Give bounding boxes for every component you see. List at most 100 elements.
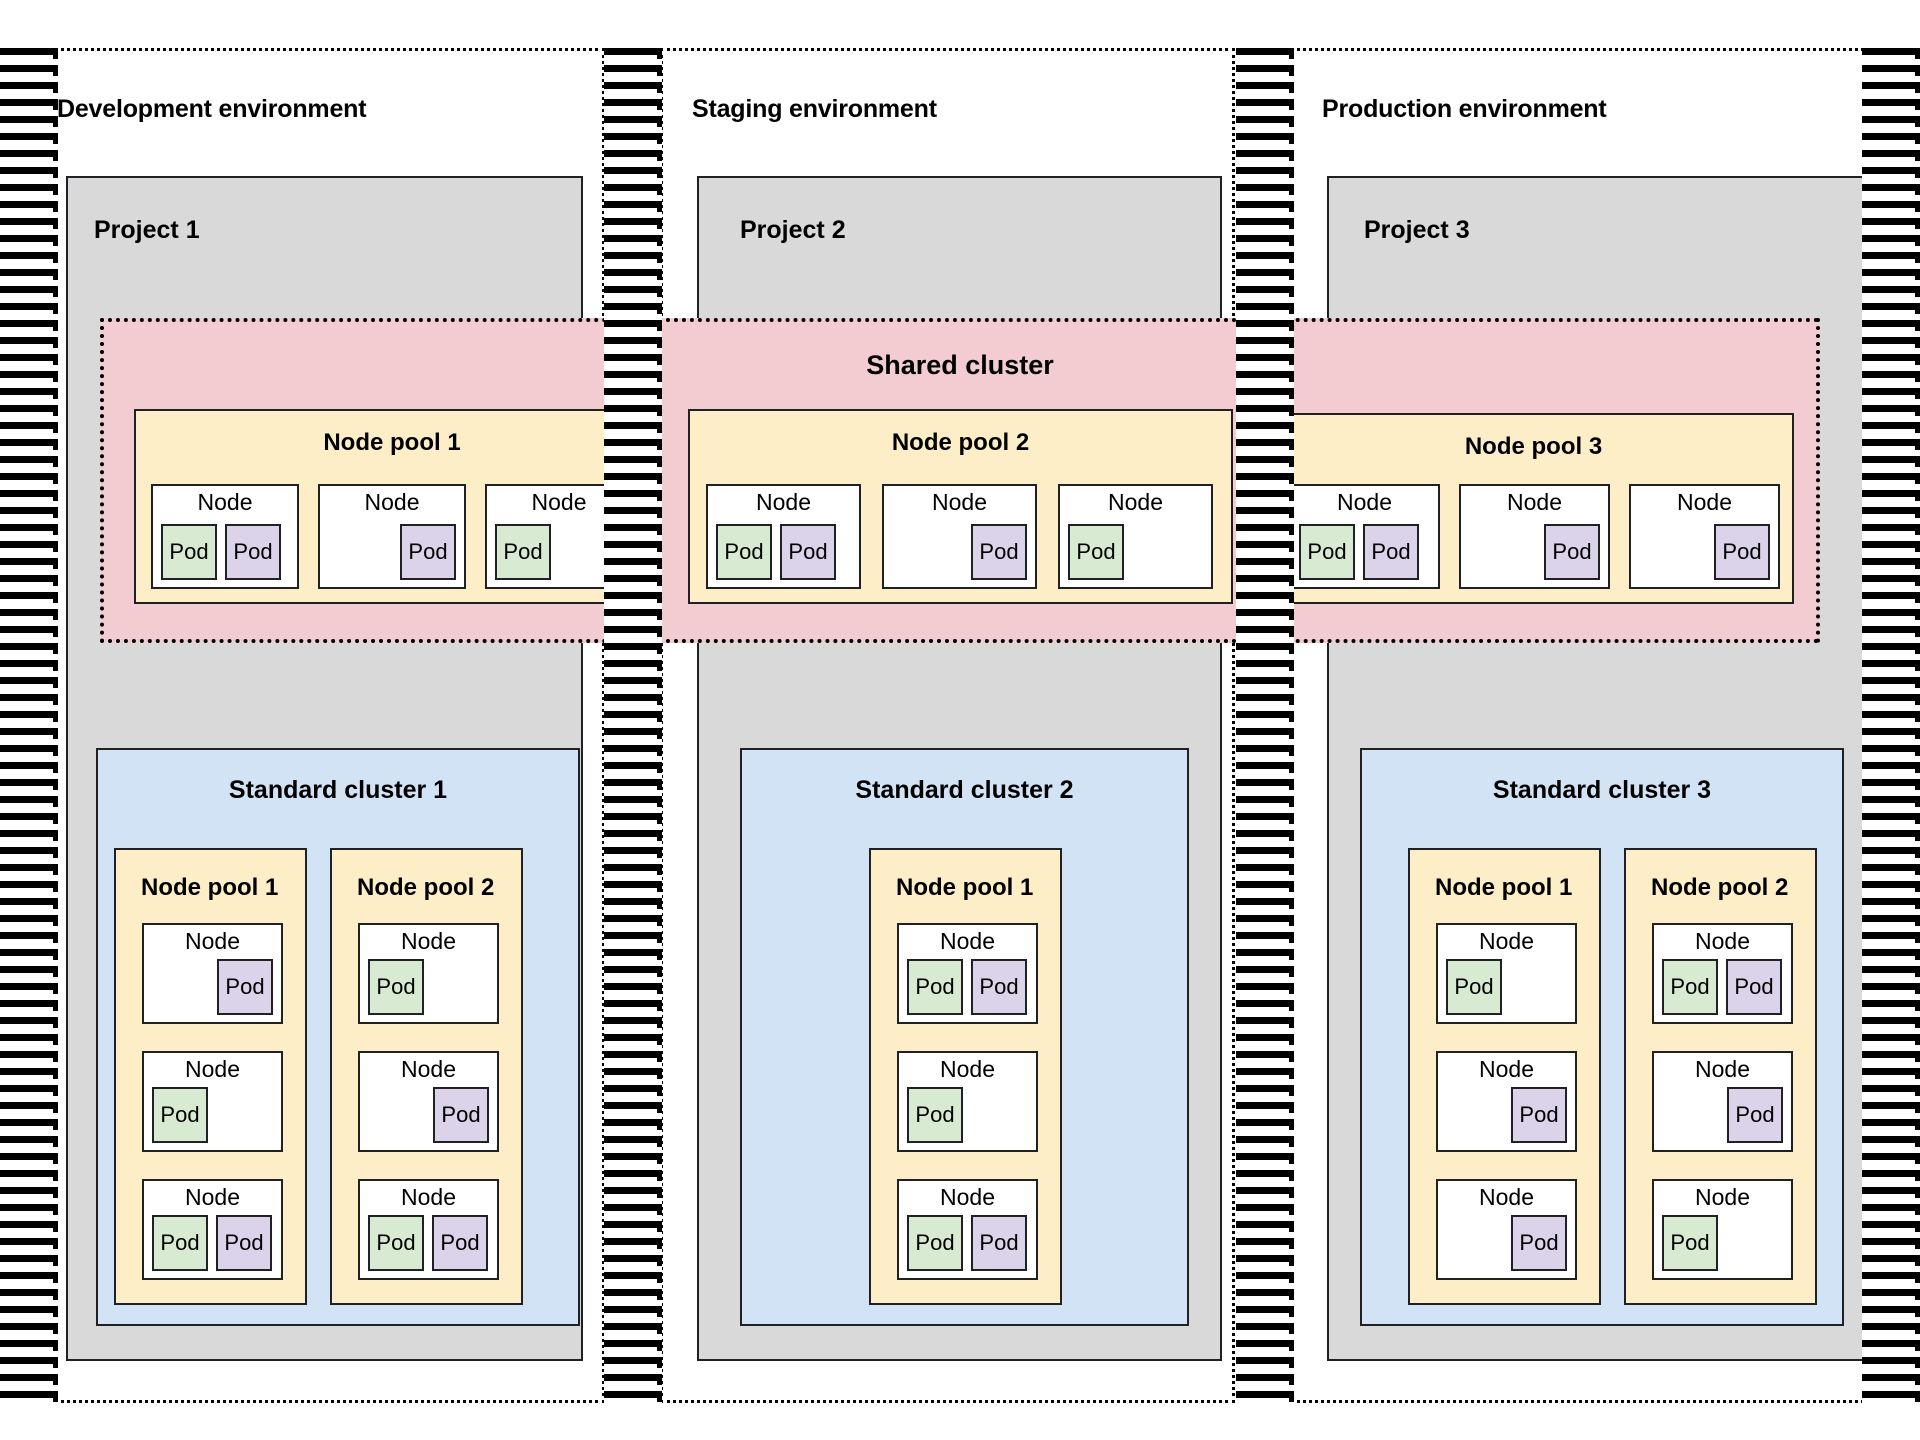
node-label: Node: [401, 928, 456, 954]
pod: Pod: [495, 524, 551, 580]
node: Node Pod Pod: [142, 1179, 283, 1280]
shared-node-pool-3-title: Node pool 3: [1464, 433, 1603, 460]
pod: Pod: [217, 959, 273, 1015]
pod: Pod: [1363, 524, 1419, 580]
pod: Pod: [971, 524, 1027, 580]
pod-row: Pod: [152, 1087, 273, 1143]
pod-row: Pod: [328, 524, 456, 580]
pod-row: Pod: [892, 524, 1027, 580]
pod-row: Pod: [1662, 1087, 1783, 1143]
node-label: Node: [401, 1184, 456, 1210]
shared-node-pool-1-title: Node pool 1: [323, 429, 461, 456]
node-label: Node: [531, 489, 587, 515]
standard-cluster-2-node-pool-1: Node pool 1 Node Pod Pod Node Pod Node P…: [869, 848, 1062, 1305]
pod-row: Pod Pod: [907, 1215, 1028, 1271]
pod-row: Pod: [907, 1087, 1028, 1143]
node: Node Pod: [1436, 923, 1577, 1024]
node-label: Node: [1507, 489, 1562, 515]
pod-row: Pod Pod: [907, 959, 1028, 1015]
node: Node Pod Pod: [1289, 484, 1440, 589]
pod: Pod: [1727, 1087, 1783, 1143]
pod: Pod: [400, 524, 456, 580]
node: Node Pod Pod: [706, 484, 861, 589]
pod-row: Pod Pod: [161, 524, 289, 580]
pod: Pod: [716, 524, 772, 580]
node-label: Node: [364, 489, 420, 515]
pod: Pod: [907, 1087, 963, 1143]
node-label: Node: [1695, 1056, 1750, 1082]
node: Node Pod: [1629, 484, 1780, 589]
standard-cluster-3-node-pool-1: Node pool 1 Node Pod Node Pod Node Pod: [1408, 848, 1601, 1305]
node-label: Node: [1337, 489, 1392, 515]
pod: Pod: [1511, 1087, 1567, 1143]
project-title-1: Project 1: [94, 216, 200, 244]
node-label: Node: [197, 489, 253, 515]
node-label: Node: [940, 1056, 995, 1082]
node: Node Pod: [1459, 484, 1610, 589]
pod: Pod: [780, 524, 836, 580]
standard-cluster-1-title: Standard cluster 1: [228, 776, 448, 804]
pod: Pod: [216, 1215, 272, 1271]
shared-cluster-title: Shared cluster: [866, 350, 1054, 380]
pod: Pod: [152, 1215, 208, 1271]
node-label: Node: [932, 489, 987, 515]
node: Node Pod: [1058, 484, 1213, 589]
pod: Pod: [907, 959, 963, 1015]
pod: Pod: [971, 1215, 1027, 1271]
pod: Pod: [161, 524, 217, 580]
environment-separator-left-edge: [0, 48, 58, 1403]
environment-separator-1: [604, 48, 662, 1403]
pod: Pod: [1714, 524, 1770, 580]
shared-node-pool-2-title: Node pool 2: [891, 429, 1030, 456]
pod: Pod: [1446, 959, 1502, 1015]
pod: Pod: [1068, 524, 1124, 580]
shared-node-pool-1: Node pool 1 Node Pod Pod Node Pod Node P…: [134, 409, 650, 604]
pod-row: Pod: [1446, 1087, 1567, 1143]
node-label: Node: [756, 489, 811, 515]
pod-row: Pod: [1068, 524, 1203, 580]
node: Node Pod Pod: [358, 1179, 499, 1280]
node-label: Node: [1695, 928, 1750, 954]
pod-row: Pod Pod: [1662, 959, 1783, 1015]
pod: Pod: [907, 1215, 963, 1271]
pod-row: Pod: [152, 959, 273, 1015]
environment-title-development: Development environment: [57, 95, 367, 123]
node-pool-title: Node pool 2: [357, 874, 495, 901]
standard-cluster-2-title: Standard cluster 2: [855, 776, 1074, 804]
pod-row: Pod: [1662, 1215, 1783, 1271]
pod-row: Pod: [1446, 1215, 1567, 1271]
pod: Pod: [1511, 1215, 1567, 1271]
pod: Pod: [152, 1087, 208, 1143]
environment-separator-right-edge: [1862, 48, 1920, 1403]
node-pool-title: Node pool 1: [141, 874, 279, 901]
pod-row: Pod Pod: [716, 524, 851, 580]
node-label: Node: [185, 928, 240, 954]
pod-row: Pod Pod: [368, 1215, 489, 1271]
pod-row: Pod: [368, 959, 489, 1015]
pod-row: Pod: [368, 1087, 489, 1143]
node: Node Pod: [318, 484, 466, 589]
node: Node Pod: [1436, 1179, 1577, 1280]
project-title-3: Project 3: [1364, 216, 1470, 244]
pod: Pod: [225, 524, 281, 580]
node-label: Node: [1108, 489, 1163, 515]
node: Node Pod: [358, 923, 499, 1024]
node-label: Node: [185, 1056, 240, 1082]
node: Node Pod Pod: [151, 484, 299, 589]
node: Node Pod Pod: [897, 1179, 1038, 1280]
pod: Pod: [368, 959, 424, 1015]
node-pool-title: Node pool 1: [896, 874, 1034, 901]
node: Node Pod: [897, 1051, 1038, 1152]
environment-separator-2: [1236, 48, 1294, 1403]
pod: Pod: [1662, 1215, 1718, 1271]
node-label: Node: [940, 928, 995, 954]
node-label: Node: [940, 1184, 995, 1210]
node: Node Pod Pod: [897, 923, 1038, 1024]
pod: Pod: [971, 959, 1027, 1015]
standard-cluster-1-node-pool-2: Node pool 2 Node Pod Node Pod Node Pod P…: [330, 848, 523, 1305]
node-label: Node: [1479, 1184, 1534, 1210]
pod-row: Pod Pod: [1299, 524, 1430, 580]
node: Node Pod Pod: [1652, 923, 1793, 1024]
node-label: Node: [185, 1184, 240, 1210]
